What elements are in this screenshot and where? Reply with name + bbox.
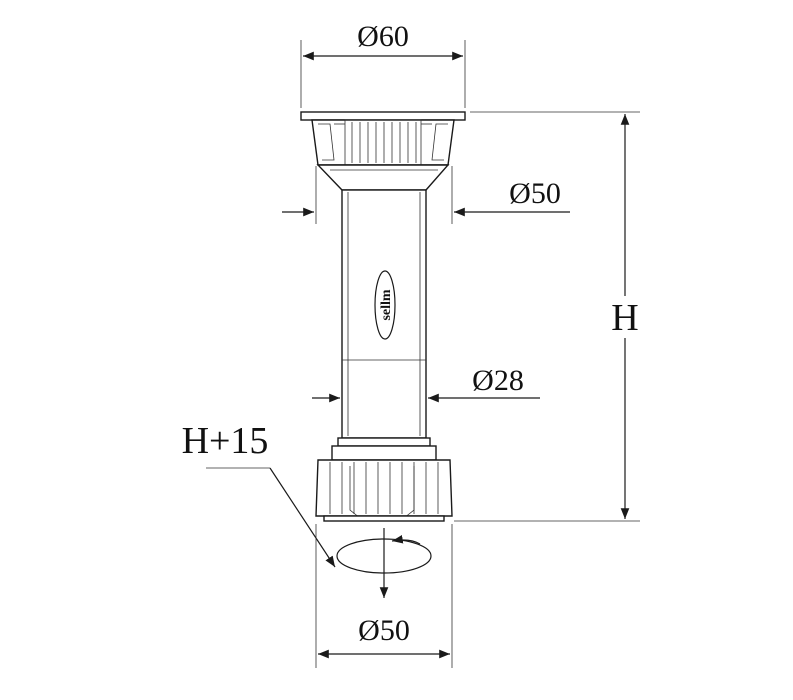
brand-logo: sellm <box>374 270 396 340</box>
dimension-tube-diameter: Ø28 <box>312 364 540 403</box>
logo-text: sellm <box>379 289 394 320</box>
base-nut <box>315 437 453 522</box>
dimension-offset-height: H+15 <box>182 420 336 568</box>
dimension-neck-diameter: Ø50 <box>282 166 570 224</box>
top-cap <box>300 111 466 166</box>
tube <box>341 189 427 439</box>
dimension-height: H <box>454 111 644 522</box>
dimension-base-diameter: Ø50 <box>315 524 453 668</box>
neck-diameter-label: Ø50 <box>509 177 561 210</box>
neck <box>316 164 450 191</box>
base-diameter-label: Ø50 <box>358 614 410 647</box>
tube-diameter-label: Ø28 <box>472 364 524 397</box>
height-label: H <box>611 297 638 339</box>
dimension-top-diameter: Ø60 <box>300 20 466 108</box>
rotation-symbol <box>336 528 432 598</box>
offset-height-label: H+15 <box>182 420 269 462</box>
top-diameter-label: Ø60 <box>357 20 409 53</box>
